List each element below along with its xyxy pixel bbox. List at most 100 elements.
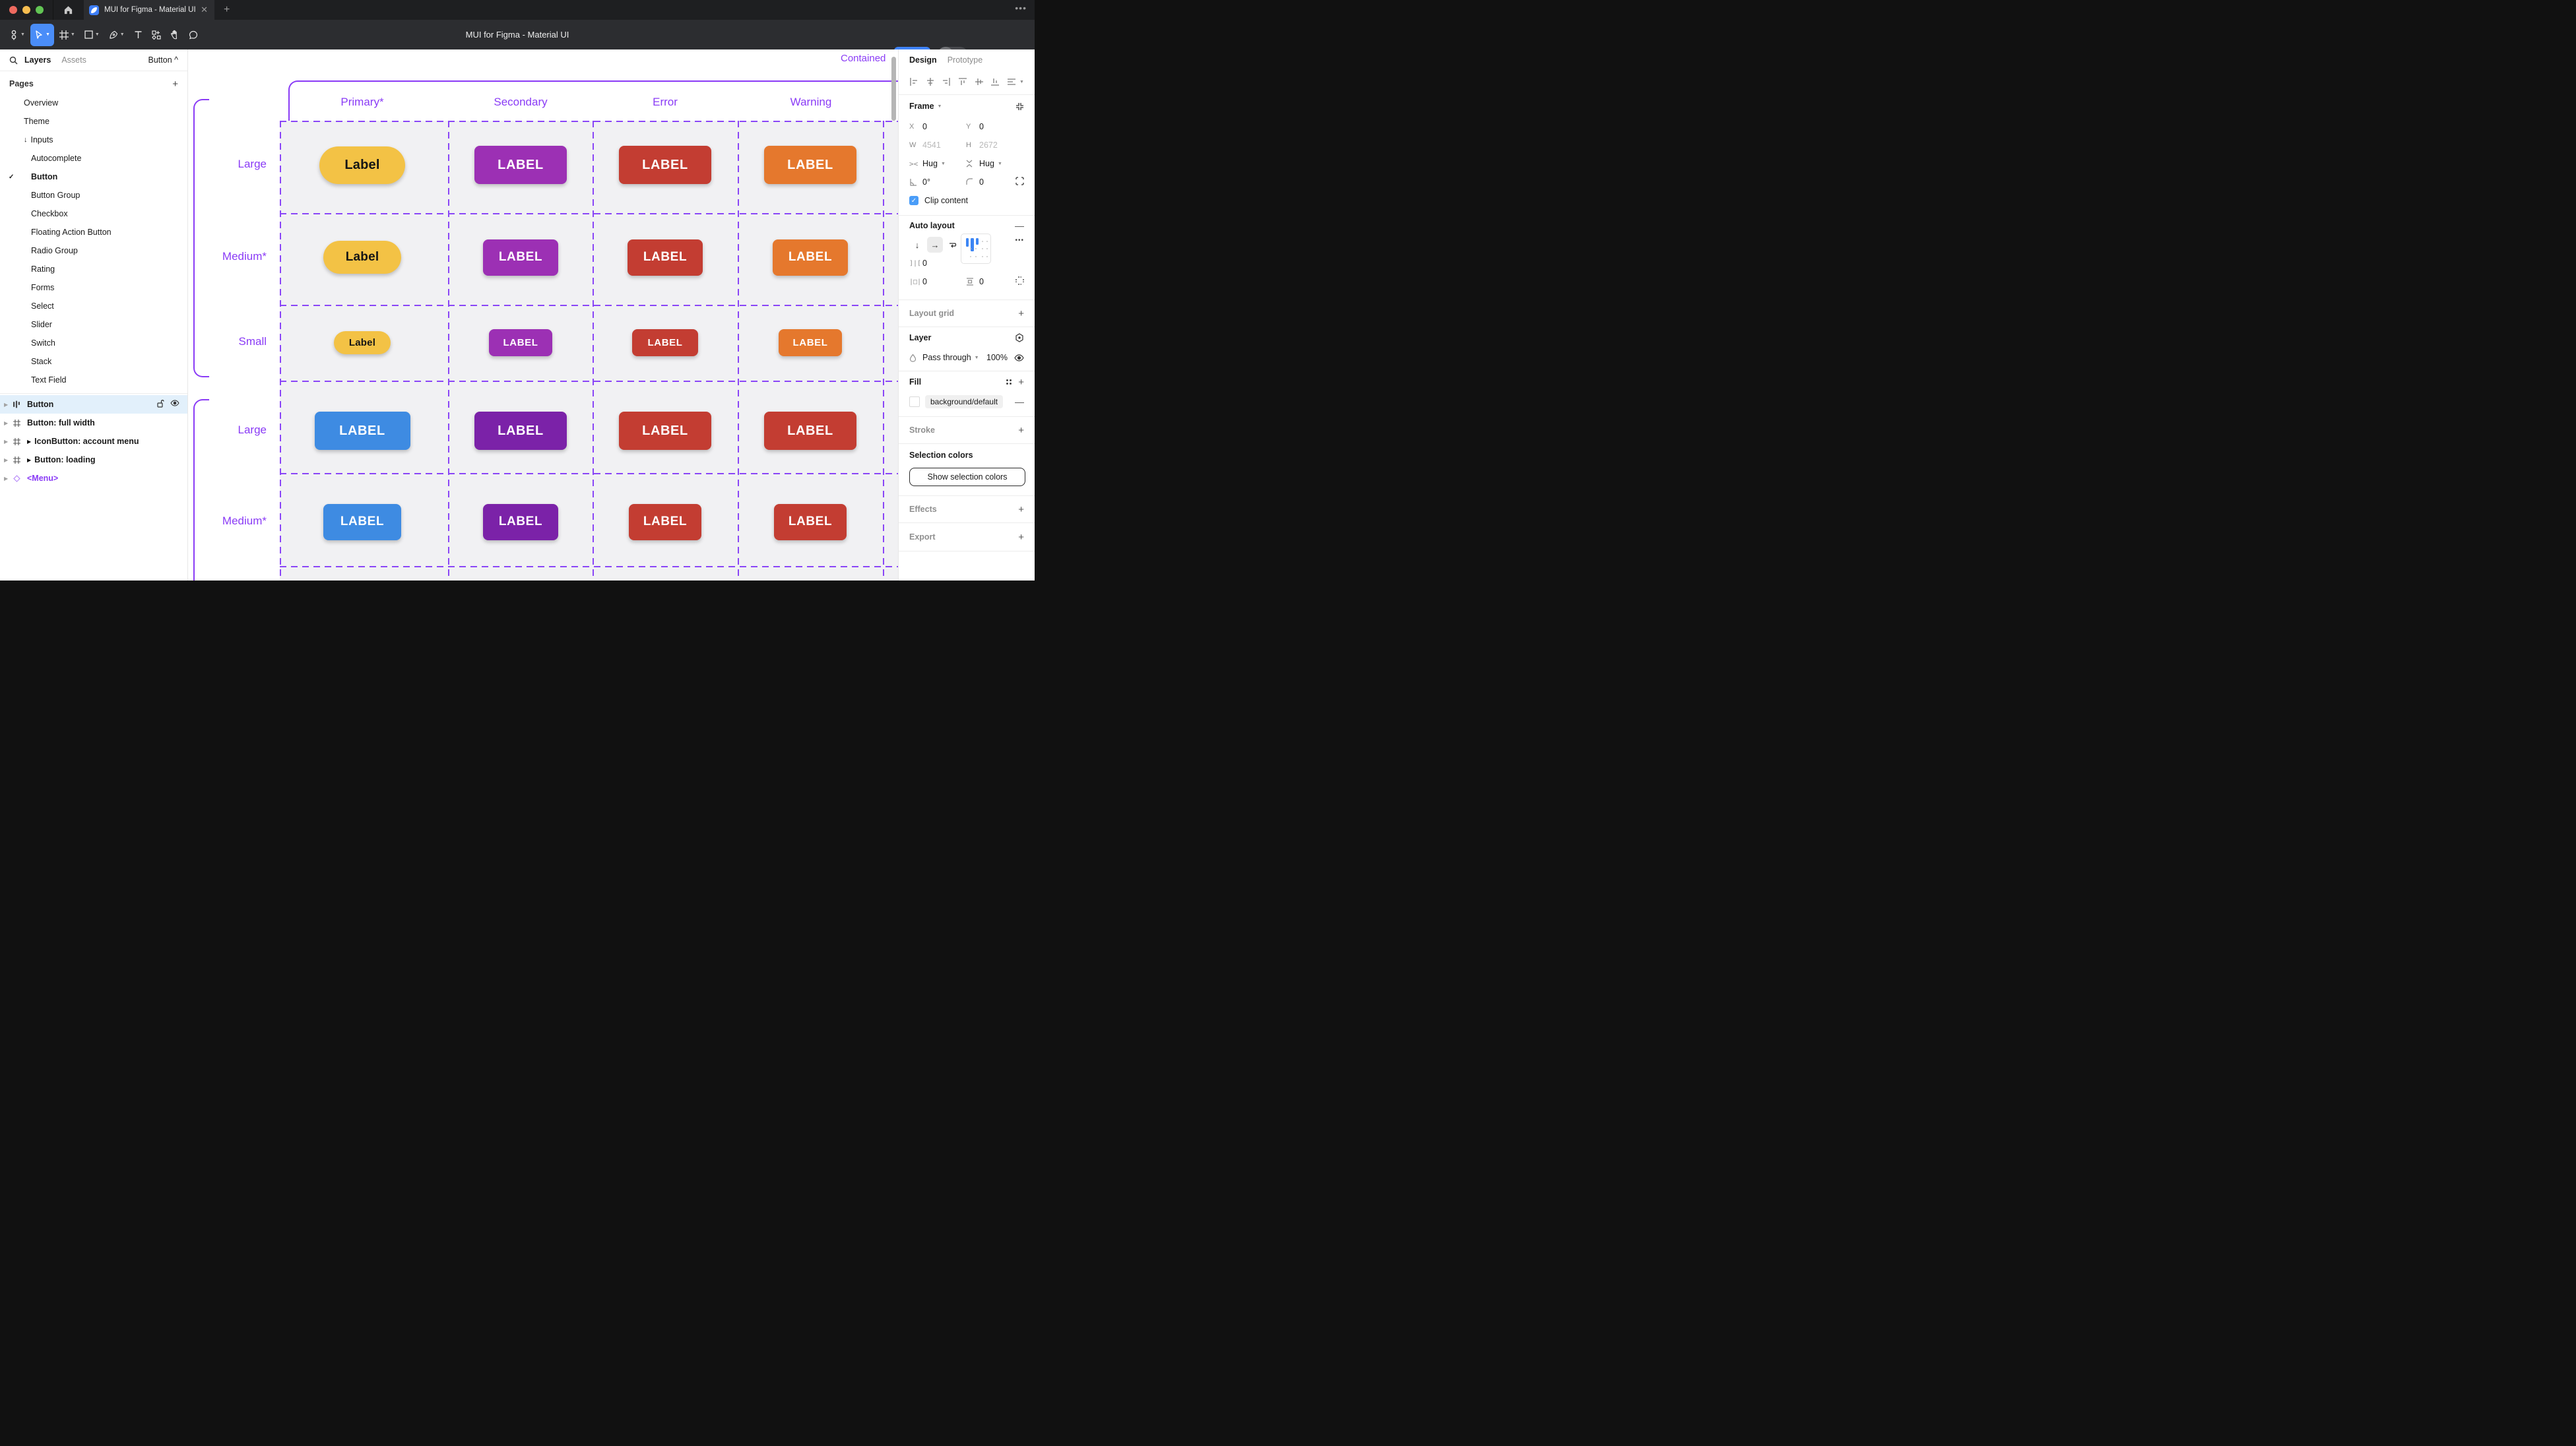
- button-variant-large-warning[interactable]: LABEL: [764, 146, 856, 184]
- zoom-window-button[interactable]: [36, 6, 44, 14]
- width-input[interactable]: 4541: [922, 141, 941, 150]
- gap-input[interactable]: 0: [922, 259, 927, 268]
- new-tab-button[interactable]: +: [224, 4, 230, 15]
- page-selector-dropdown[interactable]: Button ^: [148, 55, 178, 65]
- height-input[interactable]: 2672: [979, 141, 998, 150]
- frame-section-title[interactable]: Frame: [909, 102, 934, 111]
- unlock-icon[interactable]: [157, 399, 164, 410]
- layer-row-button[interactable]: ▶Button: [0, 395, 187, 414]
- page-item-button-group[interactable]: Button Group: [0, 186, 187, 204]
- button-variant-large-primary[interactable]: Label: [319, 146, 405, 184]
- direction-vertical-button[interactable]: ↓: [915, 239, 920, 250]
- layer-row-button-full-width[interactable]: ▶Button: full width: [0, 414, 187, 432]
- page-item-radio-group[interactable]: Radio Group: [0, 241, 187, 260]
- minimize-window-button[interactable]: [22, 6, 30, 14]
- comment-tool-button[interactable]: [185, 24, 202, 46]
- home-button[interactable]: [53, 5, 82, 15]
- rotation-input[interactable]: 0°: [922, 177, 930, 187]
- vertical-resizing-dropdown[interactable]: Hug: [979, 159, 994, 168]
- canvas-scrollbar[interactable]: [891, 57, 896, 121]
- frame-name-label[interactable]: Contained: [841, 53, 886, 64]
- independent-corners-icon[interactable]: [1015, 177, 1024, 187]
- layer-row-button-loading[interactable]: ▶▶Button: loading: [0, 451, 187, 469]
- page-item-autocomplete[interactable]: Autocomplete: [0, 149, 187, 168]
- align-vertical-center-icon[interactable]: [975, 77, 984, 86]
- button-variant-small-primary[interactable]: Label: [334, 330, 391, 354]
- auto-layout-more-icon[interactable]: •••: [1015, 237, 1024, 244]
- add-effect-button[interactable]: +: [1018, 503, 1024, 515]
- pen-tool-button[interactable]: ▼: [105, 24, 129, 46]
- direction-horizontal-button[interactable]: →: [927, 237, 943, 253]
- align-bottom-icon[interactable]: [990, 77, 1000, 86]
- frame-tool-button[interactable]: ▼: [55, 24, 79, 46]
- button-variant-medium-secondary[interactable]: LABEL: [483, 239, 558, 276]
- page-item-floating-action-button[interactable]: Floating Action Button: [0, 223, 187, 241]
- visibility-eye-icon[interactable]: [1014, 354, 1024, 362]
- layer-row--menu-[interactable]: ▶<Menu>: [0, 469, 187, 487]
- search-icon[interactable]: [9, 56, 18, 65]
- move-tool-button[interactable]: ▼: [30, 23, 54, 46]
- tab-layers[interactable]: Layers: [24, 55, 51, 65]
- hand-tool-button[interactable]: [166, 24, 183, 46]
- page-item-text-field[interactable]: Text Field: [0, 371, 187, 389]
- expand-chevron-icon[interactable]: ▶: [4, 401, 9, 408]
- page-item-slider[interactable]: Slider: [0, 315, 187, 334]
- page-item-select[interactable]: Select: [0, 297, 187, 315]
- alignment-widget[interactable]: [961, 234, 991, 264]
- page-item-switch[interactable]: Switch: [0, 334, 187, 352]
- opacity-input[interactable]: 100%: [986, 353, 1008, 362]
- expand-chevron-icon[interactable]: ▶: [4, 438, 9, 445]
- close-window-button[interactable]: [9, 6, 17, 14]
- page-item-inputs[interactable]: ↓Inputs: [0, 131, 187, 149]
- expand-chevron-icon[interactable]: ▶: [4, 456, 9, 463]
- blend-mode-icon[interactable]: [1015, 333, 1024, 342]
- tab-design[interactable]: Design: [909, 55, 937, 65]
- align-left-icon[interactable]: [909, 77, 918, 86]
- tab-assets[interactable]: Assets: [61, 55, 86, 65]
- clip-content-checkbox[interactable]: ✓: [909, 196, 918, 205]
- page-item-checkbox[interactable]: Checkbox: [0, 204, 187, 223]
- add-export-button[interactable]: +: [1018, 531, 1024, 543]
- resources-tool-button[interactable]: [148, 24, 165, 46]
- blend-mode-dropdown[interactable]: Pass through: [922, 353, 971, 362]
- y-input[interactable]: 0: [979, 122, 984, 131]
- close-tab-icon[interactable]: ✕: [201, 5, 208, 15]
- main-menu-button[interactable]: ▼: [5, 24, 29, 46]
- direction-wrap-button[interactable]: [945, 237, 961, 253]
- visible-eye-icon[interactable]: [170, 399, 179, 410]
- align-top-icon[interactable]: [958, 77, 967, 86]
- corner-radius-input[interactable]: 0: [979, 177, 984, 187]
- add-fill-button[interactable]: +: [1018, 376, 1024, 388]
- fill-style-chip[interactable]: background/default: [925, 395, 1004, 408]
- fill-color-swatch[interactable]: [909, 396, 920, 407]
- file-tab[interactable]: MUI for Figma - Material UI ✕: [84, 0, 214, 20]
- page-item-forms[interactable]: Forms: [0, 278, 187, 297]
- align-right-icon[interactable]: [942, 77, 951, 86]
- shape-tool-button[interactable]: ▼: [80, 24, 104, 46]
- remove-auto-layout-button[interactable]: —: [1015, 220, 1024, 231]
- button-variant-large-primary[interactable]: LABEL: [314, 412, 410, 450]
- distribute-dropdown[interactable]: ▼: [1007, 77, 1024, 86]
- collapse-icon[interactable]: [1015, 102, 1024, 111]
- page-item-stack[interactable]: Stack: [0, 352, 187, 371]
- layer-row-iconbutton-account-menu[interactable]: ▶▶IconButton: account menu: [0, 432, 187, 451]
- button-variant-small-secondary[interactable]: LABEL: [489, 329, 552, 356]
- horizontal-padding-input[interactable]: 0: [922, 277, 927, 286]
- button-variant-large-error[interactable]: LABEL: [619, 146, 711, 184]
- button-variant-medium-warning[interactable]: LABEL: [773, 239, 848, 276]
- window-more-icon[interactable]: •••: [1015, 3, 1027, 13]
- button-variant-medium-primary[interactable]: LABEL: [323, 503, 401, 540]
- button-variant-medium-error[interactable]: LABEL: [628, 239, 703, 276]
- add-page-button[interactable]: +: [172, 78, 178, 90]
- button-variant-small-error[interactable]: LABEL: [632, 329, 698, 356]
- page-item-overview[interactable]: Overview: [0, 94, 187, 112]
- page-item-rating[interactable]: Rating: [0, 260, 187, 278]
- add-layout-grid-button[interactable]: +: [1018, 307, 1024, 319]
- button-variant-large-secondary[interactable]: LABEL: [474, 146, 567, 184]
- button-variant-small-warning[interactable]: LABEL: [779, 329, 842, 356]
- button-variant-large-error[interactable]: LABEL: [619, 412, 711, 450]
- button-variant-medium-warning[interactable]: LABEL: [774, 503, 847, 540]
- page-item-button[interactable]: ✓Button: [0, 168, 187, 186]
- button-variant-large-secondary[interactable]: LABEL: [474, 412, 567, 450]
